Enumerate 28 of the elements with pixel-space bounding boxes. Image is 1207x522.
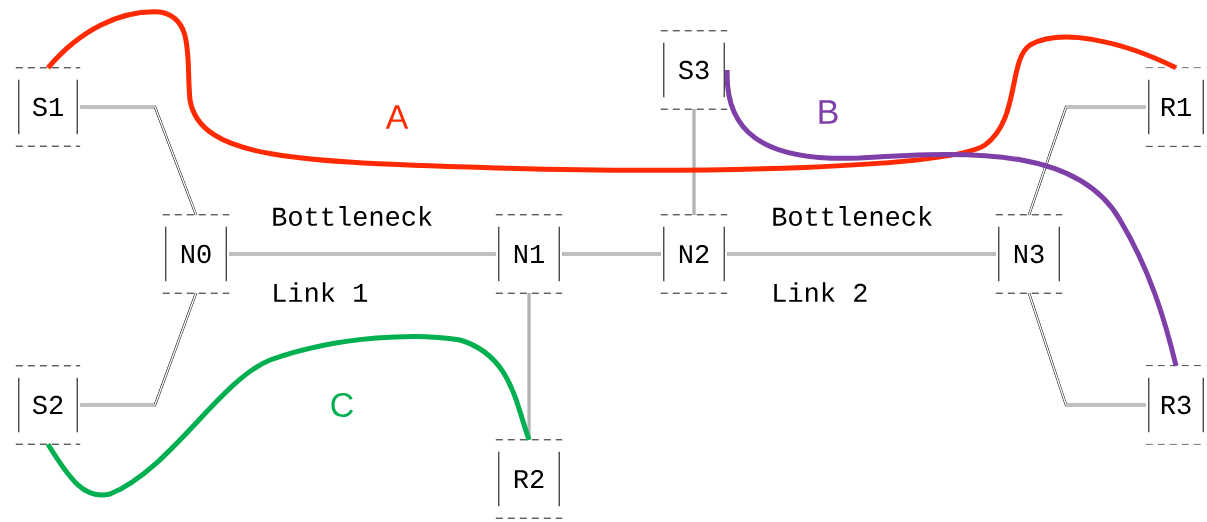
- flow-curve: [46, 9, 1178, 173]
- link-line: [1027, 105, 1147, 216]
- ascii-box: N3: [995, 214, 1063, 294]
- link-label: Link 1: [274, 282, 368, 302]
- flow-curve: [724, 69, 1179, 367]
- ascii-box: N2: [660, 214, 728, 294]
- link-line: [228, 252, 497, 256]
- edge-label: B: [819, 100, 838, 124]
- ascii-box: R1: [1145, 67, 1207, 147]
- link-line: [79, 292, 198, 407]
- ascii-box: S1: [15, 67, 81, 147]
- ascii-box: R2: [495, 439, 563, 519]
- ascii-box: S2: [15, 365, 81, 445]
- link-label: Bottleneck: [773, 206, 932, 226]
- edge-label: C: [331, 392, 353, 418]
- ascii-box: N1: [495, 214, 563, 294]
- ascii-box: S3: [660, 30, 728, 110]
- link-line: [1027, 292, 1147, 407]
- link-line: [79, 105, 198, 216]
- ascii-box: N0: [162, 214, 230, 294]
- ascii-box: R3: [1145, 365, 1207, 445]
- link-line: [561, 252, 662, 256]
- link-label: Bottleneck: [273, 206, 432, 226]
- flow-curve: [45, 334, 532, 498]
- edge-label: A: [385, 105, 409, 129]
- link-line: [692, 108, 696, 216]
- link-line: [726, 252, 997, 256]
- link-label: Link 2: [774, 282, 867, 302]
